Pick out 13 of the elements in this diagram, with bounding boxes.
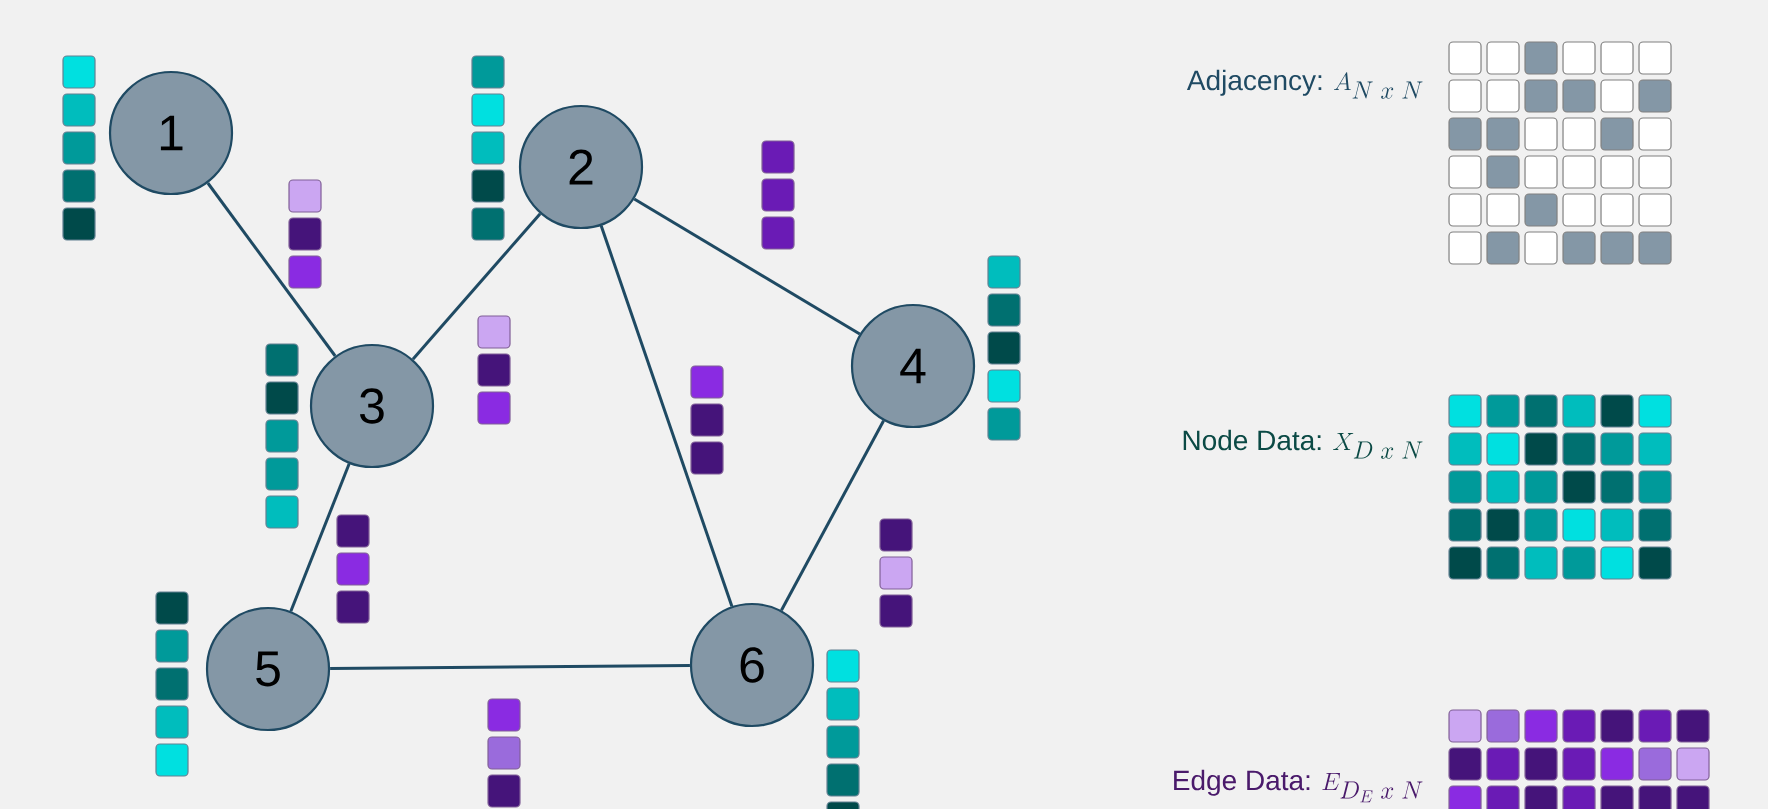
matrix-formula: $X_{D \; x \; N}$	[1333, 433, 1423, 459]
edge-line	[206, 182, 337, 357]
edge-line	[411, 212, 542, 361]
matrix-label: Edge Data: $E_{D_E \; x \; N}$	[1174, 769, 1423, 803]
matrix-formula: $A_{N \; x \; N}$	[1334, 72, 1423, 99]
edge-line	[780, 419, 885, 612]
matrix-formula: $E_{D_E \; x \; N}$	[1322, 773, 1423, 803]
edge-line	[330, 664, 690, 670]
edge-line	[599, 225, 734, 607]
matrix-label: Adjacency: $A_{N \; x \; N}$	[1186, 69, 1423, 99]
edge-line	[289, 463, 351, 612]
edge-line	[633, 197, 861, 336]
matrix-label: Node Data: $X_{D \; x \; N}$	[1183, 429, 1423, 459]
